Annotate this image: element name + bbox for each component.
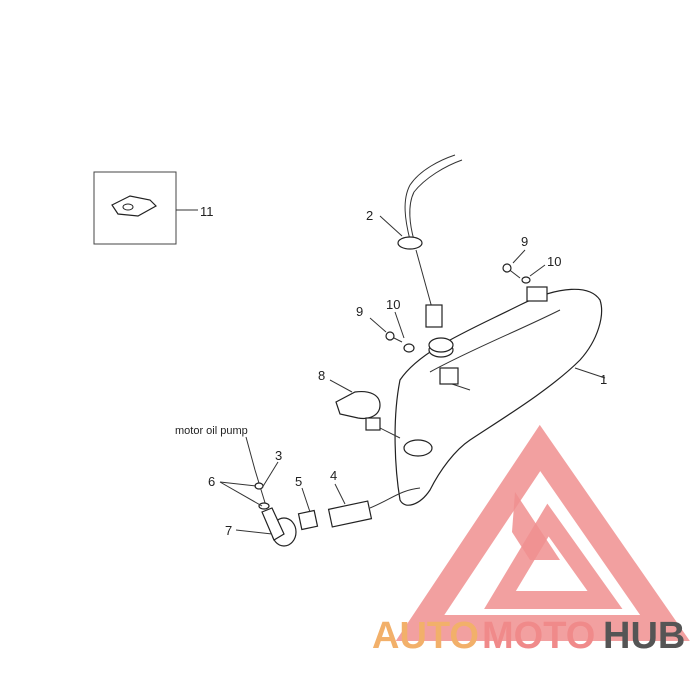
callout-11: 11 — [200, 204, 214, 219]
watermark-hub: HUB — [603, 615, 685, 657]
watermark-logo — [395, 424, 690, 641]
hose-assembly — [254, 469, 421, 547]
callout-5: 5 — [295, 474, 302, 489]
callout-1: 1 — [600, 372, 607, 387]
screw-washer-right — [502, 263, 531, 284]
watermark-text: AUTO MOTO HUB — [372, 615, 685, 657]
callout-9-left: 9 — [356, 304, 363, 319]
callout-10-right: 10 — [547, 254, 561, 269]
callout-7: 7 — [225, 523, 232, 538]
watermark-auto: AUTO — [372, 615, 479, 657]
callout-10-left: 10 — [386, 297, 400, 312]
watermark-moto: MOTO — [482, 615, 595, 657]
screw-washer-left — [385, 331, 415, 353]
callout-3: 3 — [275, 448, 282, 463]
part-11-inset — [93, 171, 177, 245]
callout-4: 4 — [330, 468, 337, 483]
oil-tank — [394, 286, 603, 506]
callout-9-right: 9 — [521, 234, 528, 249]
callout-6: 6 — [208, 474, 215, 489]
filler-cap — [335, 390, 401, 439]
callout-8: 8 — [318, 368, 325, 383]
motor-oil-pump-label: motor oil pump — [175, 425, 248, 437]
callout-2: 2 — [366, 208, 373, 223]
level-sensor — [397, 154, 463, 328]
